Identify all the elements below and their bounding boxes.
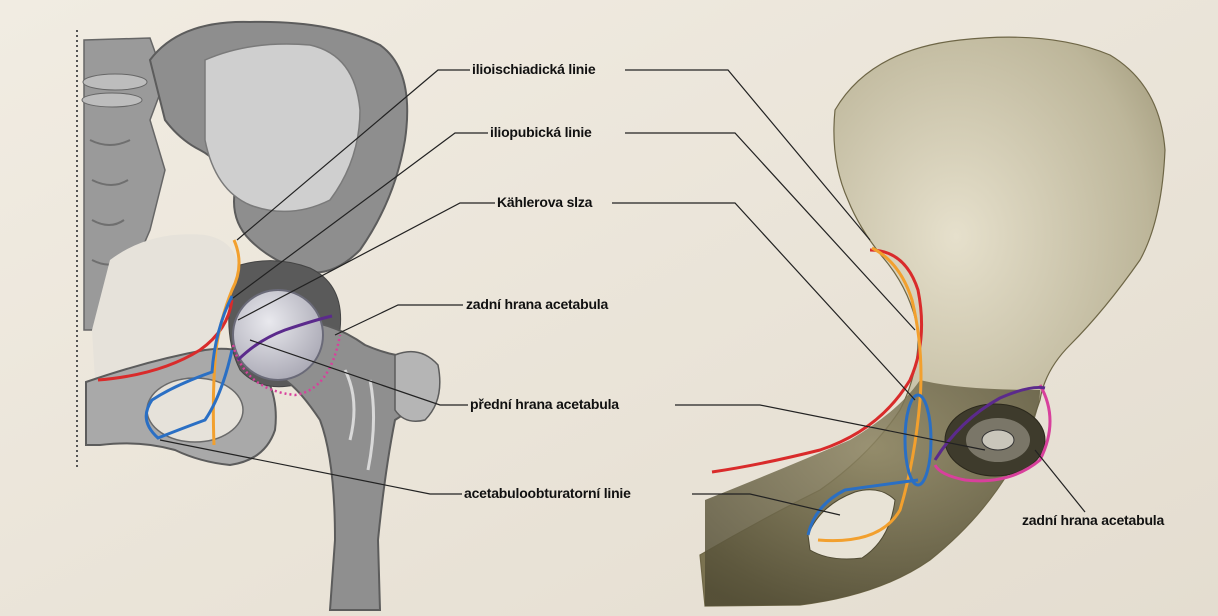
label-kohler-teardrop: Kählerova slza	[497, 194, 592, 210]
femoral-head	[233, 290, 323, 380]
label-posterior-wall-right: zadní hrana acetabula	[1022, 512, 1164, 528]
obturator-foramen	[147, 378, 243, 442]
label-acetabuloobturator-line: acetabuloobturatorní linie	[464, 485, 631, 501]
iliac-fossa	[205, 44, 360, 211]
vertebra-disc	[83, 74, 147, 90]
label-iliopubic-line: iliopubická linie	[490, 124, 592, 140]
greater-trochanter	[395, 352, 440, 422]
label-ilioischiadic-line: ilioischiadická linie	[472, 61, 595, 77]
label-posterior-wall-left: zadní hrana acetabula	[466, 296, 608, 312]
label-anterior-wall: přední hrana acetabula	[470, 396, 619, 412]
